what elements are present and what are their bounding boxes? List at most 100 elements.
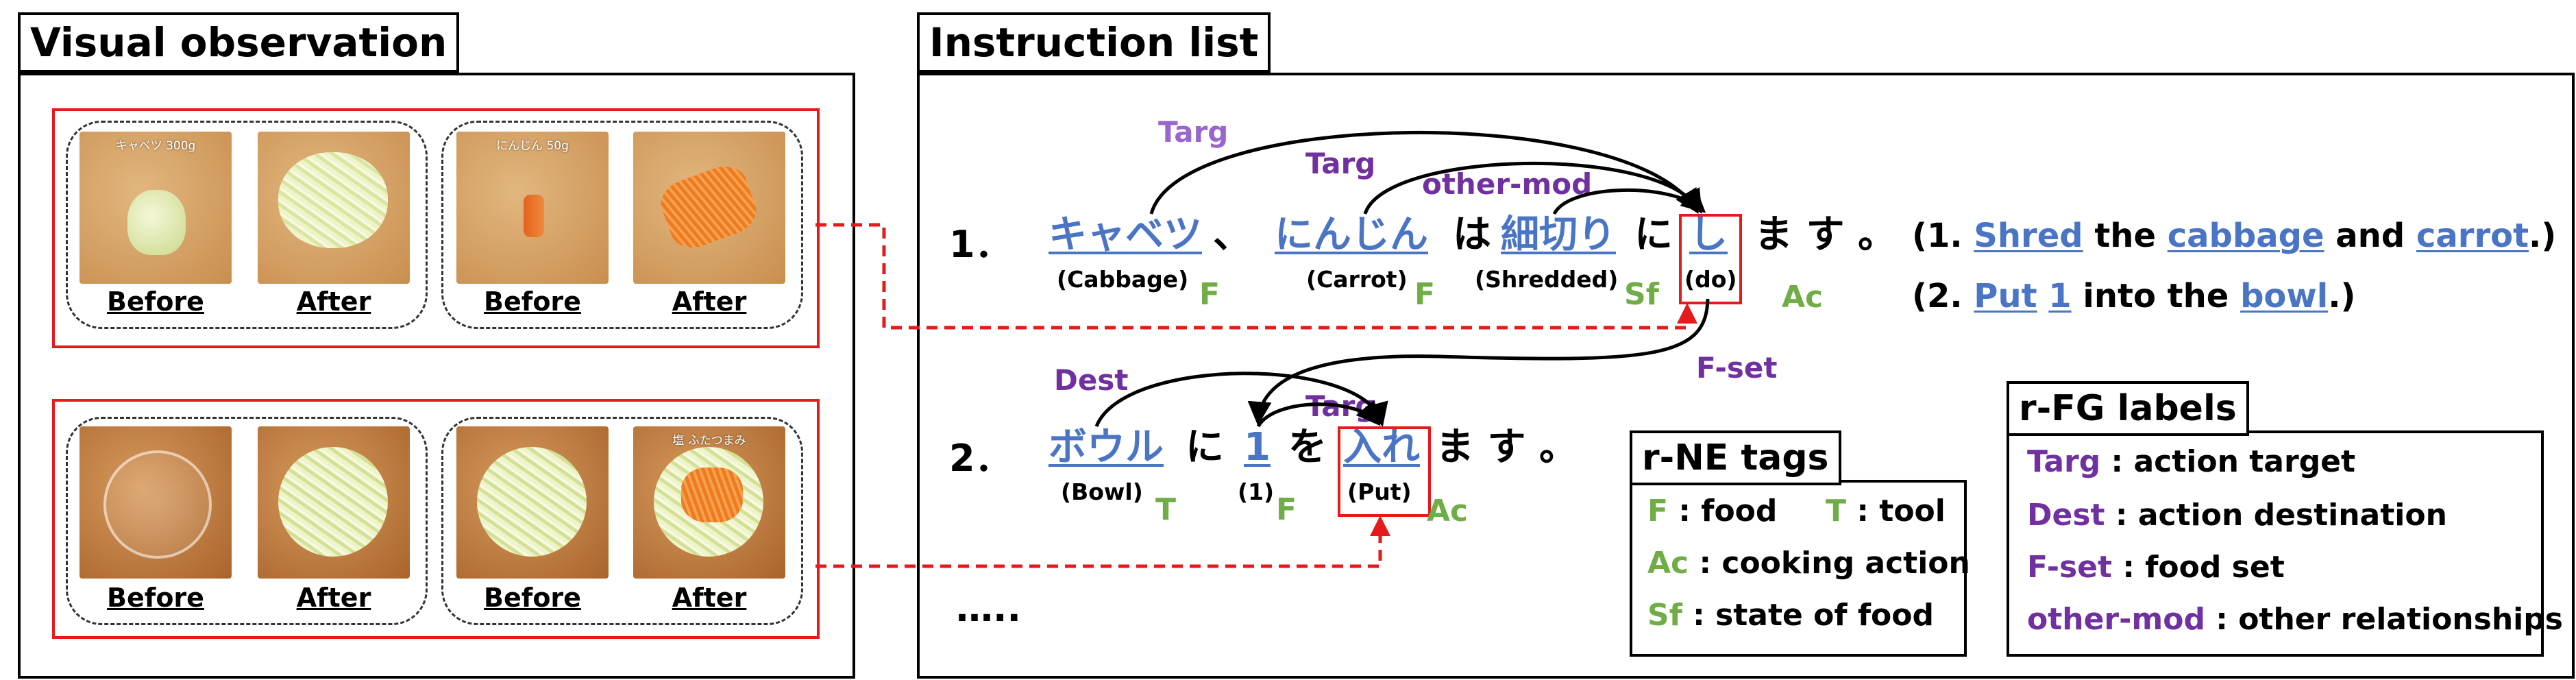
rne-key: Ac [1647, 546, 1689, 581]
rfg-legend-box [2007, 430, 2544, 657]
arc-dest [1094, 372, 1388, 427]
word-do: し [1689, 212, 1728, 257]
caption-before: Before [484, 583, 581, 613]
word-masu: ま す 。 [1754, 212, 1896, 257]
rfg-value: : other relationships [2205, 602, 2563, 637]
english-shred: Shred [1974, 217, 2083, 255]
image-pair-cabbage [66, 121, 428, 329]
english-text: and [2324, 217, 2416, 255]
shredded-cabbage [278, 152, 388, 248]
rfg-row-targ: Targ : action target [2027, 444, 2355, 479]
gloss-cabbage: (Cabbage) [1057, 266, 1189, 293]
visual-group-2 [52, 399, 820, 639]
caption-before: Before [107, 583, 204, 613]
english-text: into the [2071, 277, 2241, 315]
rfg-key: Dest [2027, 498, 2105, 533]
image-pair-carrot [441, 121, 803, 329]
rne-value: : state of food [1682, 598, 1934, 633]
photo-bowl-salt-before [456, 426, 609, 579]
rfg-key: F-set [2027, 550, 2113, 585]
gloss-one: (1) [1238, 478, 1275, 505]
rne-row-state-of-food: Sf : state of food [1647, 598, 1934, 633]
caption-after: After [672, 287, 747, 317]
gloss-bowl: (Bowl) [1061, 478, 1143, 505]
ellipsis: ….. [956, 587, 1022, 630]
english-text: .) [2328, 277, 2356, 315]
relation-label-other-mod: other-mod [1422, 167, 1593, 201]
rfg-key: Targ [2027, 444, 2101, 479]
particle-ha: は [1453, 212, 1491, 257]
glass-bowl [103, 450, 212, 559]
instruction-number-2: 2． [949, 437, 1012, 480]
arc-targ-carrot [1363, 161, 1702, 215]
word-bowl: ボウル [1048, 425, 1164, 470]
carrot-chunk [524, 195, 544, 237]
gloss-put: (Put) [1347, 478, 1412, 505]
word-cabbage: キャベツ [1048, 212, 1202, 257]
tag-cooking-action-2: Ac [1427, 494, 1469, 529]
word-one: 1 [1244, 425, 1271, 470]
image-pair-bowl [66, 417, 428, 625]
tag-state-of-food: Sf [1624, 277, 1659, 312]
instruction-list-title: Instruction list [917, 12, 1271, 73]
visual-observation-title: Visual observation [18, 12, 460, 73]
photo-overlay-label: 塩 ふたつまみ [672, 434, 746, 448]
english-text: (2. [1912, 277, 1974, 315]
english-text: (1. [1912, 217, 1974, 255]
rne-value: : food [1668, 494, 1778, 529]
rne-legend-title: r-NE tags [1630, 430, 1841, 485]
tag-food-carrot: F [1414, 277, 1436, 312]
instruction-number-1: 1． [949, 223, 1012, 266]
english-translation-2: (2. Put 1 into the bowl.) [1912, 277, 2355, 315]
particle-wo: を [1288, 425, 1327, 470]
english-bowl: bowl [2240, 277, 2329, 315]
english-text: .) [2529, 217, 2557, 255]
gloss-shredded: (Shredded) [1475, 266, 1619, 293]
red-dashed-link-2 [815, 515, 1390, 568]
caption-before: Before [484, 287, 581, 317]
rfg-value: : action target [2100, 444, 2356, 479]
rne-value: : cooking action [1689, 546, 1970, 581]
relation-label-targ-top: Targ [1158, 115, 1229, 149]
rne-key: T [1826, 494, 1847, 529]
rne-key: Sf [1647, 598, 1682, 633]
photo-overlay-label: キャベツ 300g [115, 139, 196, 153]
photo-cabbage-after [258, 132, 410, 284]
rne-legend-box [1630, 480, 1967, 657]
english-cabbage: cabbage [2167, 217, 2324, 255]
action-box-do [1679, 214, 1742, 304]
caption-after: After [296, 583, 371, 613]
image-pair-bowl-salt [441, 417, 803, 625]
tag-food-cabbage: F [1199, 277, 1220, 312]
relation-label-dest: Dest [1054, 363, 1129, 397]
arc-targ-cabbage [1149, 131, 1699, 215]
tag-tool-bowl: T [1155, 492, 1177, 527]
red-dashed-link-1 [815, 223, 1697, 330]
word-masu-2: ま す 。 [1436, 425, 1578, 470]
caption-after: After [296, 287, 371, 317]
rne-row-food-tool: F : food T : tool [1647, 494, 1946, 529]
cabbage-chunk [127, 190, 186, 255]
photo-cabbage-before: キャベツ 300g [79, 132, 232, 284]
gloss-carrot: (Carrot) [1306, 266, 1408, 293]
rne-row-cooking-action: Ac : cooking action [1647, 546, 1970, 581]
english-translation-1: (1. Shred the cabbage and carrot.) [1912, 217, 2556, 255]
particle-ni-2: に [1186, 425, 1224, 470]
rfg-row-other-mod: other-mod : other relationships [2027, 602, 2563, 637]
english-put: Put [1974, 277, 2037, 315]
word-put: 入れ [1343, 425, 1420, 470]
english-text: the [2083, 217, 2168, 255]
tag-food-one: F [1276, 492, 1297, 527]
bowl-with-cabbage [278, 447, 388, 557]
visual-group-1 [52, 108, 820, 348]
english-one: 1 [2048, 277, 2072, 315]
rfg-value: : action destination [2105, 498, 2447, 533]
rfg-row-fset: F-set : food set [2027, 550, 2285, 585]
rfg-row-dest: Dest : action destination [2027, 498, 2447, 533]
photo-bowl-after [258, 426, 410, 579]
word-shredded: 細切り [1501, 212, 1616, 257]
carrot-on-top [681, 467, 743, 522]
tag-cooking-action: Ac [1782, 280, 1824, 315]
rne-value: : tool [1846, 494, 1946, 529]
